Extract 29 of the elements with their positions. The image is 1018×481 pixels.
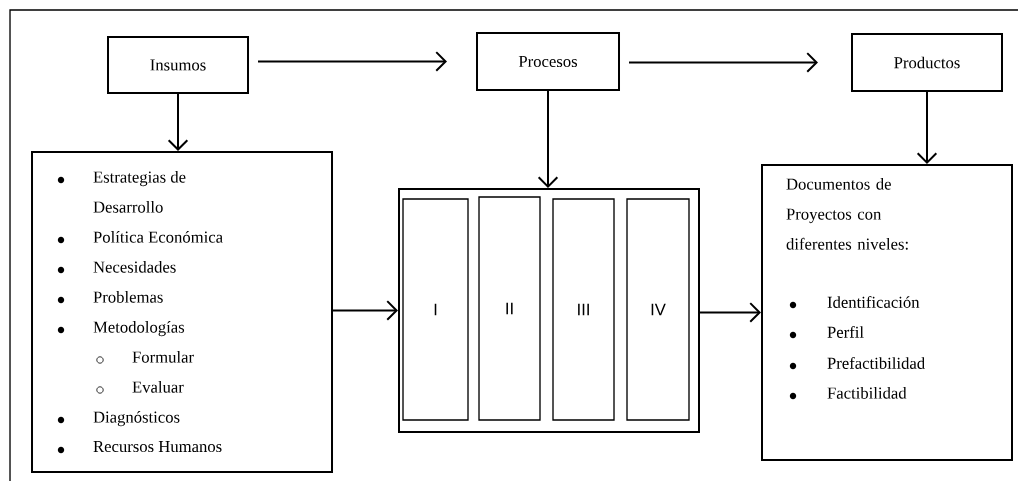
arrow bbox=[628, 52, 818, 73]
list-item: Prefactibilidad bbox=[827, 357, 925, 369]
list-item: Metodologías bbox=[93, 321, 185, 337]
arrow bbox=[699, 302, 761, 323]
list-item: Factibilidad bbox=[827, 387, 907, 399]
stage-box: Insumos bbox=[107, 36, 249, 94]
stage-box: Procesos bbox=[476, 32, 620, 91]
column-box: II bbox=[478, 196, 541, 421]
arrow bbox=[537, 90, 559, 188]
list-item: Identificación bbox=[827, 296, 920, 308]
arrow bbox=[257, 51, 447, 72]
arrow bbox=[332, 300, 398, 321]
list-item: Necesidades bbox=[93, 261, 176, 273]
arrow bbox=[916, 91, 938, 164]
column-box: IV bbox=[626, 198, 690, 421]
arrow bbox=[167, 93, 189, 151]
list-item: Estrategias de Desarrollo bbox=[93, 171, 186, 213]
paragraph: Documentos de Proyectos con diferentes niveles: bbox=[786, 178, 908, 250]
list-item: Política Económica bbox=[93, 231, 223, 243]
list-item: Evaluar bbox=[132, 381, 184, 393]
list-item: Diagnósticos bbox=[93, 411, 180, 427]
list-item: Formular bbox=[132, 351, 194, 363]
stage-box: Productos bbox=[851, 33, 1003, 92]
list-item: Perfil bbox=[827, 326, 864, 338]
column-box: III bbox=[552, 198, 615, 421]
list-item: Problemas bbox=[93, 291, 163, 303]
list-item: Recursos Humanos bbox=[93, 441, 222, 453]
process-frame bbox=[398, 188, 700, 433]
column-box: I bbox=[402, 198, 469, 421]
